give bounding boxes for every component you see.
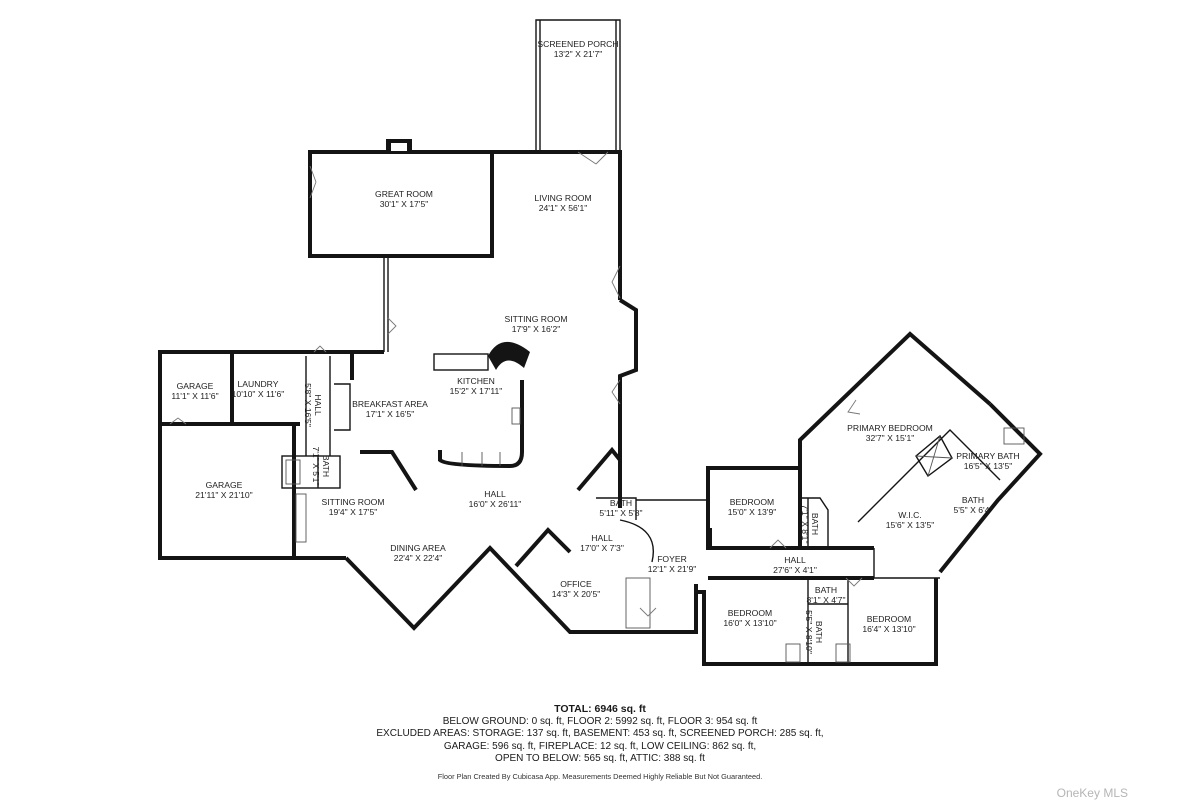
- room-dimensions: 16'0" X 13'10": [723, 618, 776, 628]
- room-dimensions: 17'9" X 16'2": [512, 324, 561, 334]
- room-name: FOYER: [657, 554, 687, 564]
- room-dimensions: 24'1" X 56'1": [539, 203, 588, 213]
- room-name: DINING AREA: [390, 543, 446, 553]
- room-dimensions: 16'0" X 26'11": [469, 499, 522, 509]
- room-dimensions: 30'1" X 17'5": [380, 199, 429, 209]
- mls-watermark: OneKey MLS: [1056, 786, 1128, 800]
- room-dimensions: 7'1" X 5'1": [311, 446, 321, 485]
- room-name: HALL: [484, 489, 506, 499]
- area-breakdown-line-2: EXCLUDED AREAS: STORAGE: 137 sq. ft, BAS…: [376, 728, 824, 739]
- room-dimensions: 19'4" X 17'5": [329, 507, 378, 517]
- area-breakdown-line-4: OPEN TO BELOW: 565 sq. ft, ATTIC: 388 sq…: [495, 753, 705, 764]
- room-dimensions: 17'1" X 16'5": [366, 409, 415, 419]
- room-name: HALL: [313, 394, 323, 416]
- room-dimensions: 15'6" X 13'5": [886, 520, 935, 530]
- room-dimensions: 5'11" X 5'8": [599, 508, 642, 518]
- room-name: LAUNDRY: [238, 379, 279, 389]
- room-dimensions: 15'0" X 13'9": [728, 507, 777, 517]
- room-name: HALL: [591, 533, 613, 543]
- room-dimensions: 10'10" X 11'6": [232, 389, 285, 399]
- room-name: BATH: [810, 513, 820, 535]
- room-dimensions: 13'2" X 21'7": [554, 49, 603, 59]
- room-name: W.I.C.: [898, 510, 921, 520]
- area-summary: TOTAL: 6946 sq. ft BELOW GROUND: 0 sq. f…: [0, 703, 1200, 766]
- room-name: BATH: [610, 498, 632, 508]
- total-area: TOTAL: 6946 sq. ft: [554, 703, 646, 715]
- room-name: PRIMARY BEDROOM: [847, 423, 933, 433]
- room-name: GREAT ROOM: [375, 189, 433, 199]
- room-name: HALL: [784, 555, 806, 565]
- credit-note: Floor Plan Created By Cubicasa App. Meas…: [437, 772, 763, 781]
- room-name: BATH: [962, 495, 984, 505]
- room-dimensions: 12'1" X 21'9": [648, 564, 697, 574]
- room-name: LIVING ROOM: [534, 193, 591, 203]
- room-name: OFFICE: [560, 579, 592, 589]
- walls: [158, 19, 1043, 666]
- room-dimensions: 32'7" X 15'1": [866, 433, 915, 443]
- room-name: BEDROOM: [730, 497, 774, 507]
- room-dimensions: 5'5" X 6'4": [953, 505, 992, 515]
- room-name: BEDROOM: [728, 608, 772, 618]
- room-dimensions: 7'1" X 8'1": [800, 504, 810, 543]
- room-dimensions: 11'1" X 11'6": [171, 391, 218, 401]
- room-name: SCREENED PORCH: [537, 39, 618, 49]
- room-name: BATH: [814, 621, 824, 643]
- room-name: BEDROOM: [867, 614, 911, 624]
- room-name: KITCHEN: [457, 376, 495, 386]
- room-dimensions: 21'11" X 21'10": [195, 490, 253, 500]
- room-name: BATH: [815, 585, 837, 595]
- room-dimensions: 17'0" X 7'3": [580, 543, 624, 553]
- room-dimensions: 8'1" X 4'7": [806, 595, 845, 605]
- room-dimensions: 22'4" X 22'4": [394, 553, 443, 563]
- area-breakdown-line-1: BELOW GROUND: 0 sq. ft, FLOOR 2: 5992 sq…: [442, 715, 758, 727]
- room-dimensions: 16'5" X 13'5": [964, 461, 1013, 471]
- room-name: SITTING ROOM: [321, 497, 384, 507]
- room-dimensions: 14'3" X 20'5": [552, 589, 601, 599]
- door-swings: [169, 151, 863, 617]
- room-dimensions: 5'8" X 16'5": [303, 383, 313, 427]
- room-dimensions: 5'5" X 8'10": [804, 610, 814, 654]
- room-name: BATH: [321, 455, 331, 477]
- room-name: GARAGE: [206, 480, 243, 490]
- room-dimensions: 16'4" X 13'10": [862, 624, 915, 634]
- room-name: BREAKFAST AREA: [352, 399, 428, 409]
- room-dimensions: 15'2" X 17'11": [450, 386, 503, 396]
- room-label-wic: W.I.C.15'6" X 13'5": [886, 510, 935, 530]
- room-name: SITTING ROOM: [504, 314, 567, 324]
- room-name: GARAGE: [177, 381, 214, 391]
- area-breakdown-line-3: GARAGE: 596 sq. ft, FIREPLACE: 12 sq. ft…: [443, 740, 757, 752]
- room-dimensions: 27'6" X 4'1": [773, 565, 817, 575]
- room-name: PRIMARY BATH: [956, 451, 1020, 461]
